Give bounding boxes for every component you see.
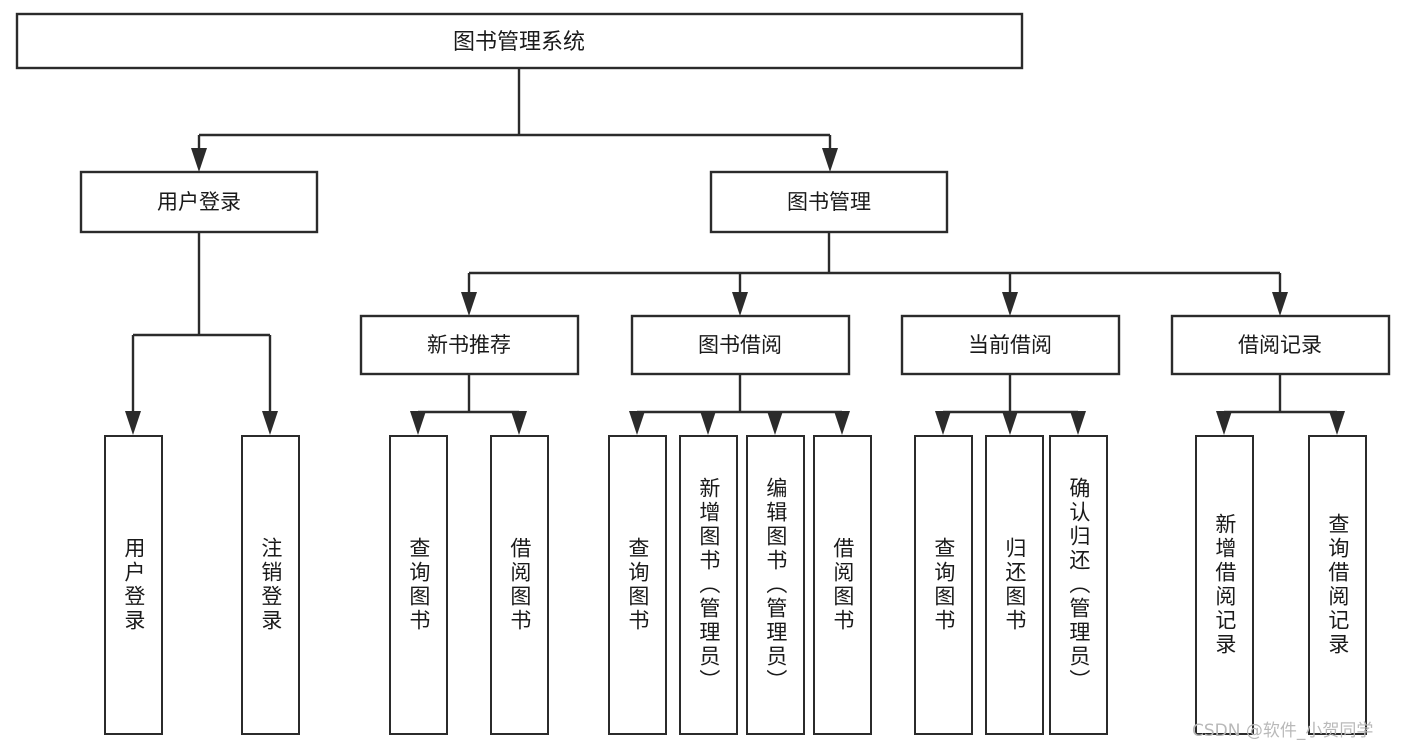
arrow-head-icon [629,411,645,435]
leaf-return-books[interactable]: 归还图书 [985,435,1044,735]
level3-label-3: 借阅记录 [1238,333,1322,357]
node-new-book-recommend[interactable]: 新书推荐 [359,314,580,376]
level3-label-0: 新书推荐 [427,333,511,357]
leaf-label: 查询图书 [625,537,650,633]
connector-borrowrecord-to-leaves [1216,374,1345,435]
node-root[interactable]: 图书管理系统 [15,12,1024,70]
leaf-user-login[interactable]: 用户登录 [104,435,163,735]
leaf-label: 新增借阅记录 [1212,513,1237,657]
leaf-query-books-current[interactable]: 查询图书 [914,435,973,735]
arrow-head-icon [511,411,527,435]
leaf-label: 注销登录 [258,537,283,633]
level3-label-2: 当前借阅 [968,333,1052,357]
connector-currentborrow-to-leaves [935,374,1086,435]
leaf-label: 用户登录 [121,537,146,633]
arrow-head-icon [1070,411,1086,435]
leaf-label: 新增图书（管理员） [696,477,721,693]
connector-newbook-to-leaves [410,374,527,435]
arrow-head-icon [767,411,783,435]
node-current-borrow[interactable]: 当前借阅 [900,314,1121,376]
leaf-confirm-return-admin[interactable]: 确认归还（管理员） [1049,435,1108,735]
level2-label-1: 图书管理 [787,190,871,214]
connector-bookmgmt-to-level3 [461,232,1288,316]
arrow-head-icon [1272,292,1288,316]
arrow-head-icon [125,411,141,435]
leaf-label: 借阅图书 [830,537,855,633]
leaf-label: 借阅图书 [507,537,532,633]
node-book-borrow[interactable]: 图书借阅 [630,314,851,376]
arrow-head-icon [700,411,716,435]
leaf-add-book-admin[interactable]: 新增图书（管理员） [679,435,738,735]
leaf-label: 归还图书 [1002,537,1027,633]
leaf-label: 查询借阅记录 [1325,513,1350,657]
arrow-head-icon [822,148,838,172]
leaf-label: 确认归还（管理员） [1066,477,1091,693]
arrow-head-icon [1002,411,1018,435]
level3-box-1[interactable] [630,314,851,376]
leaf-borrow-books-recommend[interactable]: 借阅图书 [490,435,549,735]
connector-userlogin-to-leaves [125,232,278,435]
level3-box-0[interactable] [359,314,580,376]
leaf-query-books-borrow[interactable]: 查询图书 [608,435,667,735]
leaf-borrow-books[interactable]: 借阅图书 [813,435,872,735]
arrow-head-icon [935,411,951,435]
root-label: 图书管理系统 [453,30,585,55]
leaf-label: 查询图书 [406,537,431,633]
node-borrow-record[interactable]: 借阅记录 [1170,314,1391,376]
arrow-head-icon [461,292,477,316]
node-book-management[interactable]: 图书管理 [709,170,949,234]
arrow-head-icon [1216,411,1232,435]
arrow-head-icon [1002,292,1018,316]
leaf-label: 编辑图书（管理员） [763,477,788,693]
connector-root-to-level2 [191,68,838,172]
leaf-query-books-recommend[interactable]: 查询图书 [389,435,448,735]
leaf-query-borrow-record[interactable]: 查询借阅记录 [1308,435,1367,735]
leaf-add-borrow-record[interactable]: 新增借阅记录 [1195,435,1254,735]
arrow-head-icon [191,148,207,172]
arrow-head-icon [834,411,850,435]
level3-label-1: 图书借阅 [698,333,782,357]
arrow-head-icon [1329,411,1345,435]
connector-bookborrow-to-leaves [629,374,850,435]
leaf-logout[interactable]: 注销登录 [241,435,300,735]
arrow-head-icon [732,292,748,316]
leaf-label: 查询图书 [931,537,956,633]
level2-label-0: 用户登录 [157,190,241,214]
arrow-head-icon [410,411,426,435]
arrow-head-icon [262,411,278,435]
leaf-edit-book-admin[interactable]: 编辑图书（管理员） [746,435,805,735]
level3-box-2[interactable] [900,314,1121,376]
node-user-login[interactable]: 用户登录 [79,170,319,234]
root-box[interactable] [15,12,1024,70]
